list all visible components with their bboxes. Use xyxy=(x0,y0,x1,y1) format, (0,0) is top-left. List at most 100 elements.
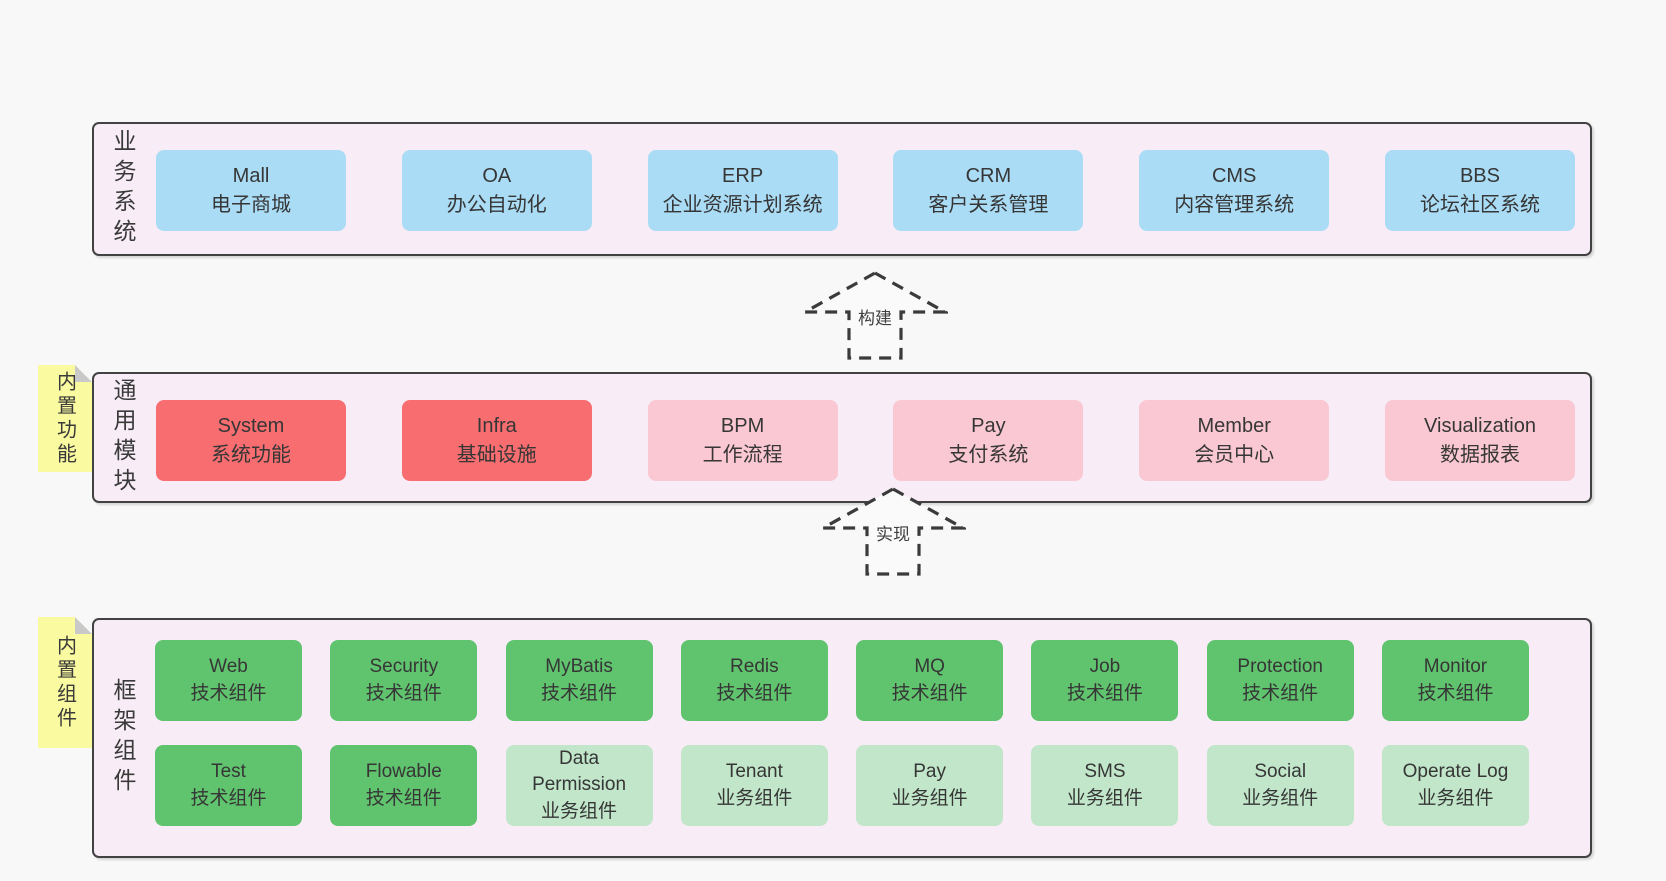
box-desc: 技术组件 xyxy=(891,682,968,704)
box-desc: 数据报表 xyxy=(1439,443,1520,466)
box-desc: 技术组件 xyxy=(541,682,618,704)
box-desc: 技术组件 xyxy=(365,787,442,809)
box-name: Data Permission xyxy=(532,748,627,796)
implement-arrow: 实现 xyxy=(820,486,966,578)
box-name: Pay xyxy=(971,415,1006,438)
box-name: Job xyxy=(1089,656,1121,678)
box-desc: 业务组件 xyxy=(891,787,968,809)
box-desc: 基础设施 xyxy=(456,443,537,466)
box-tenant: Tenant 业务组件 xyxy=(680,745,828,826)
box-redis: Redis 技术组件 xyxy=(680,640,828,721)
box-name: System xyxy=(217,415,285,438)
implement-arrow-label: 实现 xyxy=(874,519,912,546)
box-infra: Infra 基础设施 xyxy=(401,400,592,481)
box-name: Protection xyxy=(1237,656,1323,678)
box-desc: 办公自动化 xyxy=(446,193,547,216)
box-desc: 技术组件 xyxy=(1066,682,1143,704)
box-job: Job 技术组件 xyxy=(1031,640,1179,721)
box-erp: ERP 企业资源计划系统 xyxy=(647,150,838,231)
box-desc: 电子商城 xyxy=(211,193,291,216)
box-name: Flowable xyxy=(365,761,442,783)
box-desc: 技术组件 xyxy=(716,682,793,704)
section-framework-components: 框架组件 Web 技术组件 Security 技术组件 MyBatis 技术组件… xyxy=(92,618,1592,858)
note-fold-corner-icon xyxy=(75,617,92,634)
box-name: Redis xyxy=(730,656,779,678)
box-name: CRM xyxy=(965,165,1012,188)
box-sms: SMS 业务组件 xyxy=(1031,745,1179,826)
modules-box-row: System 系统功能 Infra 基础设施 BPM 工作流程 Pay 支付系统… xyxy=(156,400,1575,481)
box-name: Tenant xyxy=(725,761,783,783)
box-social: Social 业务组件 xyxy=(1206,745,1354,826)
box-flowable: Flowable 技术组件 xyxy=(330,745,478,826)
box-desc: 业务组件 xyxy=(1242,787,1319,809)
box-name: MyBatis xyxy=(545,656,613,678)
box-desc: 业务组件 xyxy=(1066,787,1143,809)
box-protection: Protection 技术组件 xyxy=(1206,640,1354,721)
components-box-row-2: Test 技术组件 Flowable 技术组件 Data Permission … xyxy=(155,745,1529,826)
box-name: Social xyxy=(1254,761,1307,783)
section-label-common-modules: 通用模块 xyxy=(110,377,136,498)
box-desc: 技术组件 xyxy=(1417,682,1494,704)
box-desc: 技术组件 xyxy=(190,787,267,809)
box-name: Pay xyxy=(913,761,946,783)
note-fold-corner-icon xyxy=(75,365,92,382)
box-mq: MQ 技术组件 xyxy=(856,640,1004,721)
box-desc: 业务组件 xyxy=(1417,787,1494,809)
box-name: Web xyxy=(209,656,248,678)
box-monitor: Monitor 技术组件 xyxy=(1381,640,1529,721)
box-desc: 会员中心 xyxy=(1194,443,1275,466)
box-name: Monitor xyxy=(1423,656,1488,678)
build-arrow-label: 构建 xyxy=(856,303,894,330)
box-desc: 论坛社区系统 xyxy=(1419,193,1540,216)
box-desc: 支付系统 xyxy=(948,443,1029,466)
box-name: BBS xyxy=(1459,165,1500,188)
section-label-business-systems: 业务系统 xyxy=(110,129,136,249)
box-desc: 客户关系管理 xyxy=(928,193,1049,216)
box-name: OA xyxy=(482,165,512,188)
box-pay-component: Pay 业务组件 xyxy=(856,745,1004,826)
section-common-modules: 通用模块 System 系统功能 Infra 基础设施 BPM 工作流程 Pay… xyxy=(92,372,1592,503)
sticky-note-built-in-components: 内置组件 xyxy=(38,617,92,748)
box-oa: OA 办公自动化 xyxy=(401,150,592,231)
sticky-note-built-in-functions: 内置功能 xyxy=(38,365,92,472)
box-name: Visualization xyxy=(1424,415,1536,438)
section-business-systems: 业务系统 Mall 电子商城 OA 办公自动化 ERP 企业资源计划系统 CRM… xyxy=(92,122,1592,256)
box-desc: 企业资源计划系统 xyxy=(662,193,823,216)
sticky-note-label: 内置功能 xyxy=(53,370,76,467)
box-test: Test 技术组件 xyxy=(155,745,302,826)
box-desc: 工作流程 xyxy=(702,443,783,466)
section-label-framework-components: 框架组件 xyxy=(110,678,136,798)
build-arrow: 构建 xyxy=(802,270,948,362)
box-visualization: Visualization 数据报表 xyxy=(1384,400,1575,481)
box-member: Member 会员中心 xyxy=(1139,400,1330,481)
box-desc: 业务组件 xyxy=(541,800,618,822)
box-desc: 内容管理系统 xyxy=(1174,193,1295,216)
box-security: Security 技术组件 xyxy=(330,640,478,721)
box-bpm: BPM 工作流程 xyxy=(647,400,838,481)
box-name: Mall xyxy=(232,165,270,188)
box-name: Operate Log xyxy=(1402,761,1509,783)
box-name: MQ xyxy=(914,656,945,678)
box-name: CMS xyxy=(1211,165,1257,188)
box-operate-log: Operate Log 业务组件 xyxy=(1381,745,1529,826)
box-desc: 系统功能 xyxy=(211,443,291,466)
box-data-permission: Data Permission 业务组件 xyxy=(505,745,653,826)
box-system: System 系统功能 xyxy=(156,400,346,481)
box-cms: CMS 内容管理系统 xyxy=(1139,150,1330,231)
sticky-note-label: 内置组件 xyxy=(53,634,76,731)
box-crm: CRM 客户关系管理 xyxy=(893,150,1084,231)
box-desc: 技术组件 xyxy=(190,682,267,704)
box-desc: 业务组件 xyxy=(716,787,793,809)
box-name: Member xyxy=(1197,415,1271,438)
box-name: SMS xyxy=(1084,761,1126,783)
box-name: Infra xyxy=(476,415,517,438)
box-name: Test xyxy=(211,761,246,783)
box-pay-module: Pay 支付系统 xyxy=(893,400,1084,481)
box-name: BPM xyxy=(720,415,765,438)
box-desc: 技术组件 xyxy=(1242,682,1319,704)
box-mall: Mall 电子商城 xyxy=(156,150,346,231)
box-web: Web 技术组件 xyxy=(155,640,302,721)
box-desc: 技术组件 xyxy=(365,682,442,704)
components-box-row-1: Web 技术组件 Security 技术组件 MyBatis 技术组件 Redi… xyxy=(155,640,1529,721)
box-mybatis: MyBatis 技术组件 xyxy=(505,640,653,721)
